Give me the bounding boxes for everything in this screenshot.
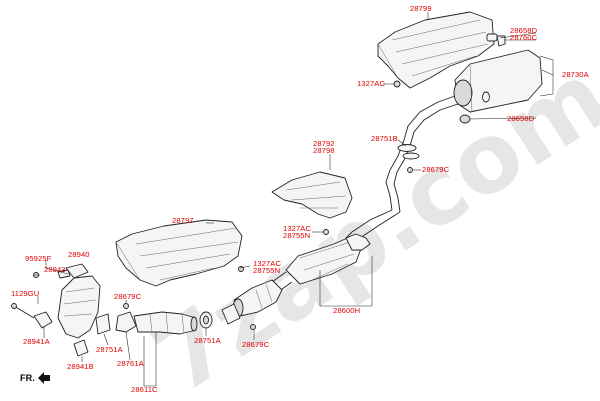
label-28611C: 28611C (131, 385, 158, 394)
label-28755N-mid: 28755N (283, 231, 310, 240)
label-28761A: 28761A (117, 359, 145, 368)
label-28751B: 28751B (371, 134, 398, 143)
label-28751A-right: 28751A (194, 336, 222, 345)
bracket-28941A[interactable] (33, 311, 53, 329)
label-28679C-low: 28679C (242, 340, 270, 349)
nut-28679C-mid[interactable] (407, 167, 413, 173)
bolt-1327AC-top[interactable] (393, 80, 401, 88)
label-28679C-mid: 28679C (422, 165, 450, 174)
flange-mid[interactable] (221, 303, 241, 325)
label-1327AC-mid: 1327AC (283, 224, 311, 233)
label-28600H: 28600H (333, 306, 360, 315)
label-28679C-left: 28679C (114, 292, 142, 301)
pipe-28761A[interactable] (115, 311, 137, 333)
label-28943: 28943 (44, 265, 66, 274)
label-28798: 28798 (313, 146, 335, 155)
label-95925F: 95925F (25, 254, 52, 263)
exhaust-manifold-28940[interactable] (57, 263, 101, 339)
gasket-28751B[interactable] (397, 144, 420, 160)
label-28792: 28792 (313, 139, 335, 148)
rear-muffler-28730A[interactable] (437, 49, 543, 113)
hanger-28658D-right[interactable] (459, 114, 471, 124)
label-28941A: 28941A (23, 337, 51, 346)
label-28755N-low: 28755N (253, 266, 280, 275)
bolt-1327AC-mid[interactable] (323, 229, 329, 235)
label-28751A-left: 28751A (96, 345, 124, 354)
nut-28679C-low[interactable] (250, 324, 256, 330)
front-direction-label: FR. (20, 373, 35, 383)
bolt-1129GU[interactable] (11, 303, 35, 319)
bracket-28941B[interactable] (73, 339, 89, 357)
front-heat-shield-28797[interactable] (115, 219, 243, 287)
center-heat-shield-28792[interactable] (271, 171, 353, 219)
gasket-28751A-left[interactable] (95, 313, 111, 335)
rear-heat-shield-28799[interactable] (377, 11, 495, 89)
label-28797: 28797 (172, 216, 194, 225)
hanger-28760C[interactable] (496, 35, 506, 47)
label-1327AC-top: 1327AC (357, 79, 385, 88)
rear-pipe[interactable] (385, 101, 441, 213)
label-28730A: 28730A (562, 70, 590, 79)
label-1129GU: 1129GU (11, 289, 39, 298)
nut-28679C-left[interactable] (123, 303, 129, 309)
front-arrow-icon (38, 372, 50, 384)
front-direction-marker: FR. (20, 372, 50, 384)
leader-lines (34, 12, 554, 387)
label-1327AC-low: 1327AC (253, 259, 281, 268)
hanger-28658D-top[interactable] (486, 33, 498, 42)
label-28658D-right: 28658D (507, 114, 535, 123)
label-28760C: 28760C (510, 33, 538, 42)
part-labels: 28799 28658D 28760C 1327AC 28730A 28658D… (11, 4, 590, 394)
gasket-28751A-right[interactable] (199, 311, 213, 329)
front-pipe-section[interactable] (232, 279, 283, 318)
label-28941B: 28941B (67, 362, 94, 371)
label-28940: 28940 (68, 250, 90, 259)
label-28658D-top: 28658D (510, 26, 538, 35)
front-pipe-28611C[interactable] (133, 311, 198, 335)
label-28799: 28799 (410, 4, 432, 13)
